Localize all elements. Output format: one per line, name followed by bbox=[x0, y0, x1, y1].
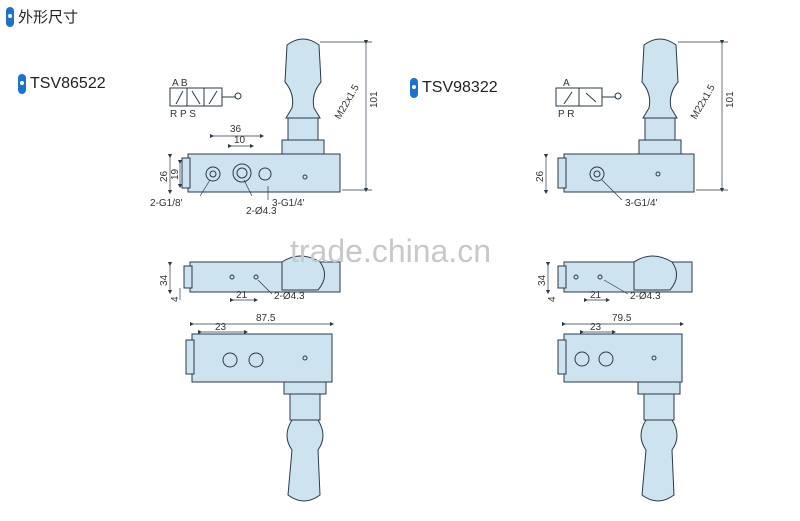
dim-hole-b-left: 2-Ø4.3 bbox=[274, 291, 305, 302]
valve-symbol-left bbox=[169, 87, 242, 107]
dim-thread-right: M22x1.5 bbox=[689, 82, 718, 121]
dim-hole-right: 2-Ø4.3 bbox=[630, 291, 661, 302]
dim-36: 36 bbox=[230, 124, 242, 135]
dim-19: 19 bbox=[170, 168, 181, 180]
valve-symbol-right bbox=[555, 87, 622, 107]
dim-port-right: 3-G1/4' bbox=[625, 198, 658, 209]
dim-port-a-left: 2-G1/8' bbox=[150, 198, 183, 209]
bullet-marker-icon bbox=[410, 78, 418, 98]
bottom-view-left bbox=[185, 333, 333, 502]
model-heading-right: TSV98322 bbox=[410, 78, 498, 98]
section-heading: 外形尺寸 bbox=[6, 6, 78, 27]
side-view-left bbox=[181, 38, 341, 193]
symbol-label-right-top: A bbox=[563, 78, 570, 89]
dim-26-right: 26 bbox=[535, 170, 546, 182]
dim-4-right: 4 bbox=[547, 296, 558, 302]
dimension-lines bbox=[167, 39, 728, 335]
section-title: 外形尺寸 bbox=[18, 9, 79, 26]
watermark-text: trade.china.cn bbox=[290, 233, 491, 269]
dim-10: 10 bbox=[234, 135, 246, 146]
dim-21-left: 21 bbox=[236, 290, 248, 301]
dim-34-left: 34 bbox=[159, 274, 170, 286]
dim-79-5: 79.5 bbox=[612, 313, 632, 324]
dim-23-right: 23 bbox=[590, 322, 602, 333]
dim-26-left: 26 bbox=[159, 170, 170, 182]
symbol-label-right-bottom: P R bbox=[558, 109, 575, 120]
bullet-marker-icon bbox=[6, 6, 14, 27]
model-heading-left: TSV86522 bbox=[18, 74, 106, 94]
dim-overall-height-right: 101 bbox=[725, 91, 736, 108]
dim-87-5: 87.5 bbox=[256, 313, 276, 324]
bottom-view-right bbox=[557, 333, 683, 502]
dim-thread-left: M22x1.5 bbox=[333, 82, 362, 121]
top-view-right bbox=[557, 255, 693, 293]
dim-port-b-left: 3-G1/4' bbox=[272, 198, 305, 209]
bullet-marker-icon bbox=[18, 74, 26, 94]
model-name-left: TSV86522 bbox=[30, 75, 106, 92]
dim-23-left: 23 bbox=[215, 322, 227, 333]
model-name-right: TSV98322 bbox=[422, 79, 498, 96]
side-view-right bbox=[557, 38, 695, 193]
dim-21-right: 21 bbox=[590, 290, 602, 301]
dim-4-left: 4 bbox=[170, 296, 181, 302]
dim-hole-left: 2-Ø4.3 bbox=[246, 206, 277, 217]
dim-overall-height-left: 101 bbox=[369, 91, 380, 108]
symbol-label-left-top: A B bbox=[172, 78, 188, 89]
dim-34-right: 34 bbox=[537, 274, 548, 286]
symbol-label-left-bottom: R P S bbox=[170, 109, 196, 120]
